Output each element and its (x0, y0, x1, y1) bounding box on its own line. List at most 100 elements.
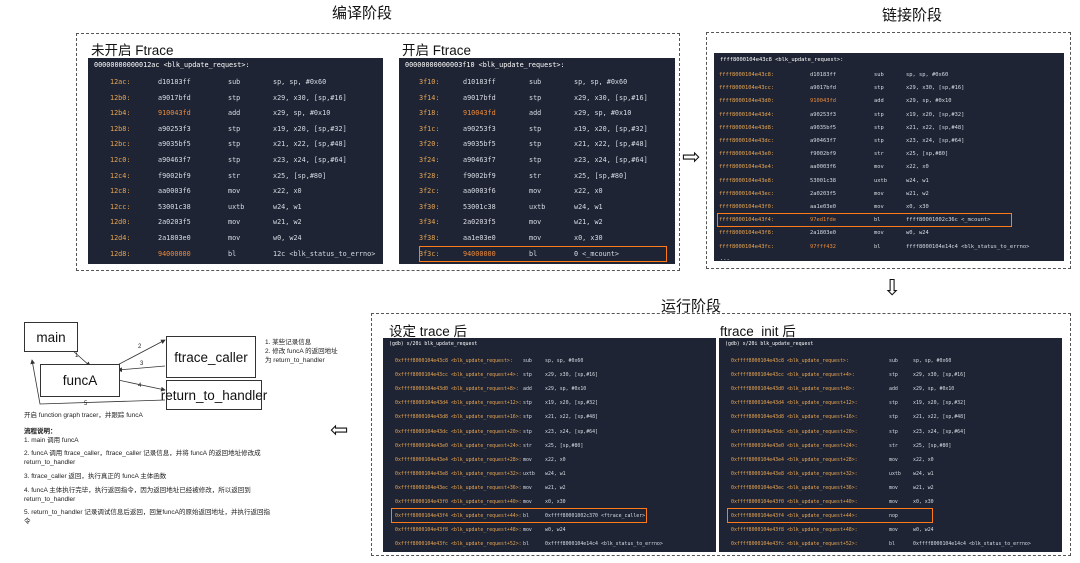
code-line: 0xffff8000104e43dc <blk_update_request+2… (719, 425, 1062, 439)
code-address: 12bc: (110, 140, 131, 149)
code-address: 0xffff8000104e43dc <blk_update_request+2… (395, 428, 522, 435)
code-line: 0xffff8000104e43e8 <blk_update_request+3… (719, 467, 1062, 481)
code-operands: w24, w1 (574, 202, 603, 211)
code-operands: x19, x20, [sp,#32] (574, 124, 648, 133)
code-operands: w0, w24 (545, 527, 566, 534)
code-mnemonic: stp (529, 140, 542, 149)
code-operands: w24, w1 (545, 470, 566, 477)
code-address: 12c4: (110, 171, 131, 180)
code-opcode: a90463f7 (810, 138, 836, 144)
link-stage-frame (706, 32, 1071, 269)
code-header: 00000000000012ac <blk_update_request>: (94, 61, 250, 69)
code-address: 12b4: (110, 109, 131, 118)
code-address: 0xffff8000104e43ec <blk_update_request+3… (731, 484, 858, 491)
code-mnemonic: stp (523, 428, 532, 435)
code-operands: w21, w2 (574, 218, 603, 227)
code-address: 0xffff8000104e43d8 <blk_update_request+1… (731, 414, 858, 421)
code-address: 3f34: (419, 218, 440, 227)
highlight-box (717, 213, 1012, 228)
code-mnemonic: stp (889, 372, 898, 379)
code-mnemonic: add (529, 109, 542, 118)
code-header: 00000000000003f10 <blk_update_request>: (405, 61, 565, 69)
code-address: 0xffff8000104e43f0 <blk_update_request+4… (731, 499, 858, 505)
code-opcode: d10183ff (158, 78, 191, 86)
code-operands: w0, w24 (273, 234, 302, 242)
code-address: ffff8000104e43f0: (719, 204, 775, 210)
arrow-down: ⇩ (883, 275, 902, 300)
code-opcode: aa1e03e0 (810, 204, 836, 210)
step-3: 3. ftrace_caller 返回，执行真正的 funcA 主体函数 (24, 473, 167, 480)
code-mnemonic: mov (228, 234, 241, 242)
code-address: 0xffff8000104e43d4 <blk_update_request+1… (731, 400, 858, 407)
code-operands: x29, x30, [sp,#16] (906, 85, 965, 92)
code-mnemonic: stp (529, 124, 542, 133)
code-panel-ftrace-on: 00000000000003f10 <blk_update_request>: 3… (399, 58, 675, 264)
code-operands: x0, x30 (906, 204, 929, 210)
code-operands: x22, x0 (273, 187, 302, 196)
code-address: 0xffff8000104e43c8 <blk_update_request>: (731, 358, 849, 364)
code-opcode: 94000000 (463, 249, 496, 258)
code-operands: ffff8000104e14c4 <blk_status_to_errno> (906, 243, 1030, 250)
code-opcode: 2a1803e0 (810, 230, 836, 237)
code-operands: x29, x30, [sp,#16] (273, 93, 347, 102)
edge-label-2: 2 (138, 344, 142, 350)
code-mnemonic: stp (529, 156, 542, 164)
code-address: 12ac: (110, 78, 131, 86)
code-operands: w21, w2 (273, 218, 302, 227)
code-mnemonic: mov (529, 234, 542, 242)
code-mnemonic: stp (228, 124, 241, 133)
code-operands: x21, x22, [sp,#48] (906, 124, 965, 131)
code-operands: sp, sp, #0x60 (545, 358, 584, 364)
code-operands: x0, x30 (574, 234, 603, 242)
code-mnemonic: nop (889, 513, 898, 520)
label-no-ftrace: 未开启 Ftrace (91, 43, 174, 58)
code-mnemonic: bl (889, 541, 895, 548)
code-address: ffff8000104e43e0: (719, 151, 775, 158)
code-mnemonic: str (523, 442, 532, 449)
edge-label-3: 3 (140, 361, 144, 367)
code-operands: x19, x20, [sp,#32] (913, 400, 966, 407)
code-line: 0xffff8000104e43fc <blk_update_request+5… (383, 537, 716, 551)
code-operands: x29, sp, #0x10 (913, 386, 955, 393)
code-mnemonic: add (874, 98, 884, 105)
code-address: 3f3c: (419, 249, 440, 258)
code-line: 0xffff8000104e43d8 <blk_update_request+1… (383, 410, 716, 424)
code-mnemonic: str (529, 171, 542, 180)
code-opcode: a90253f3 (158, 124, 191, 133)
code-address: 0xffff8000104e43dc <blk_update_request+2… (731, 428, 858, 435)
code-operands: x29, x30, [sp,#16] (574, 93, 648, 102)
edge-label-5: 5 (84, 401, 88, 407)
node-funcA: funcA (40, 364, 120, 397)
code-mnemonic: stp (523, 372, 532, 379)
code-opcode: a9035bf5 (158, 140, 191, 149)
code-address: 0xffff8000104e43cc <blk_update_request+4… (395, 372, 519, 379)
code-line: 0xffff8000104e43ec <blk_update_request+3… (383, 481, 716, 495)
code-opcode: 53001c38 (463, 202, 496, 211)
code-operands: sp, sp, #0x60 (913, 358, 952, 364)
code-opcode: 53001c38 (158, 202, 191, 211)
code-operands: x23, x24, [sp,#64] (906, 138, 965, 144)
code-mnemonic: sub (529, 78, 542, 86)
code-opcode: 97ed1fde (810, 217, 836, 224)
code-address: ffff8000104e43d0: (719, 98, 775, 105)
code-address: 12d0: (110, 218, 131, 227)
code-address: ffff8000104e43f8: (719, 230, 775, 237)
code-line: 0xffff8000104e43ec <blk_update_request+3… (719, 481, 1062, 495)
code-address: 3f38: (419, 234, 440, 242)
code-opcode: aa0003f6 (463, 187, 496, 196)
code-address: ffff8000104e43cc: (719, 85, 775, 92)
code-operands: w24, w1 (913, 470, 934, 477)
code-mnemonic: mov (523, 527, 532, 534)
code-operands: sp, sp, #0x60 (273, 78, 327, 86)
code-operands: x29, sp, #0x10 (273, 109, 331, 118)
code-operands: x22, x0 (913, 456, 934, 463)
node-return-to-handler: return_to_handler (161, 380, 267, 410)
